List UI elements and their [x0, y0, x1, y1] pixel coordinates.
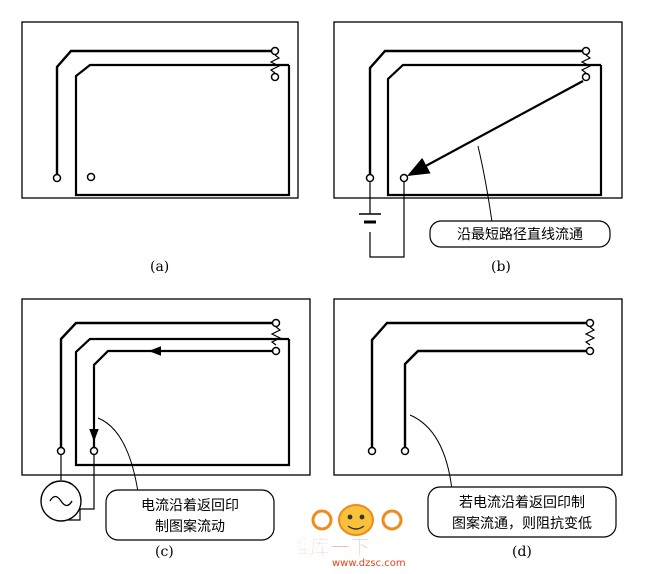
pad-top-b — [581, 46, 591, 56]
resistor-d — [584, 326, 596, 346]
return-trace-b — [386, 63, 603, 197]
pad-left-a — [52, 173, 62, 183]
panel-label-b: (b) — [491, 259, 511, 275]
pad-left-d — [367, 446, 377, 456]
pcb-board-c — [21, 298, 311, 476]
shortest-path-arrow — [407, 80, 584, 177]
panel-c: 电流沿着返回印 制图案流动 (c) — [21, 298, 311, 560]
return-flow-trace-c — [92, 349, 276, 449]
callout-text-d-line1: 若电流沿着返回印制 — [459, 495, 585, 511]
watermark-logo-text: 维库一下 — [290, 535, 370, 559]
panel-label-a: (a) — [150, 259, 169, 275]
panel-a: (a) — [21, 21, 299, 275]
callout-box-c — [105, 489, 275, 541]
panel-d: 若电流沿着返回印制 图案流通，则阻抗变低 (d) — [333, 298, 623, 560]
pad-left-c — [56, 446, 66, 456]
resistor-c — [270, 326, 282, 346]
pad-top-d — [585, 318, 595, 328]
callout-box-b — [429, 220, 611, 248]
pad-top-a — [270, 46, 280, 56]
panel-label-d: (d) — [512, 544, 532, 560]
panel-b: 沿最短路径直线流通 (b) — [333, 21, 623, 275]
pad-bottom-c — [271, 346, 281, 356]
callout-text-c-line1: 电流沿着返回印 — [141, 498, 239, 514]
watermark-mascot-icon — [338, 504, 374, 536]
resistor-b — [580, 54, 592, 74]
callout-leader-d — [409, 414, 453, 491]
pad-right-b — [399, 173, 409, 183]
signal-trace-c — [59, 321, 276, 449]
callout-text-c-line2: 制图案流动 — [155, 518, 225, 535]
signal-trace-b — [368, 49, 586, 178]
return-trace-d — [403, 349, 590, 449]
callout-leader-b — [477, 145, 493, 223]
pcb-board-b — [333, 21, 623, 199]
pad-left-b — [365, 173, 375, 183]
signal-trace-d — [370, 321, 590, 449]
callout-box-d — [427, 486, 617, 538]
resistor-a — [269, 54, 281, 74]
pad-right-d — [400, 446, 410, 456]
callout-text-b: 沿最短路径直线流通 — [457, 226, 583, 243]
pad-top-c — [271, 318, 281, 328]
battery-wire-b — [369, 182, 405, 258]
pcb-board-a — [21, 21, 299, 199]
pad-bottom-d — [585, 346, 595, 356]
return-trace-c — [74, 337, 291, 467]
panel-label-c: (c) — [155, 544, 174, 560]
pcb-board-d — [333, 298, 623, 476]
callout-leader-c — [97, 417, 139, 493]
pad-right-a — [86, 172, 96, 182]
callout-text-d-line2: 图案流通，则阻抗变低 — [452, 515, 592, 532]
signal-trace-a — [55, 49, 275, 178]
return-trace-a — [74, 63, 291, 197]
sine-wave-icon — [49, 495, 73, 507]
watermark-url: www.dzsc.com — [332, 558, 406, 569]
pad-right-c — [89, 446, 99, 456]
watermark-logo: 维库一下 www.dzsc.com — [290, 504, 406, 569]
pad-bottom-b — [581, 72, 591, 82]
pad-bottom-a — [270, 72, 280, 82]
